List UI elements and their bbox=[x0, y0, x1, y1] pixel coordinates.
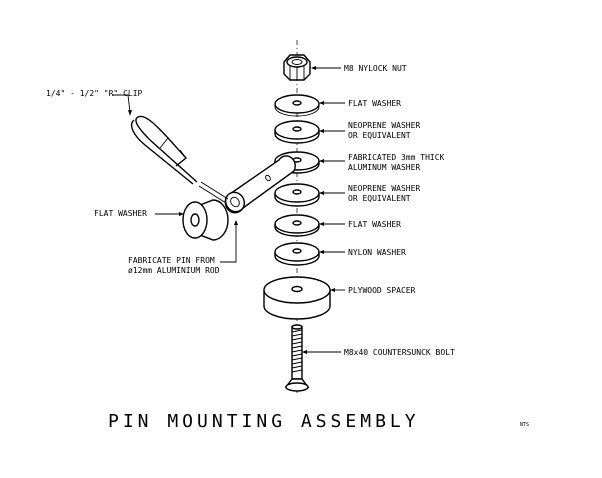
scale-note: NTS bbox=[520, 422, 529, 428]
flat-washer-2 bbox=[274, 214, 320, 237]
neoprene-washer-2-label-line1: NEOPRENE WASHER bbox=[348, 184, 420, 193]
neoprene-washer-1 bbox=[274, 120, 320, 144]
plywood-spacer bbox=[263, 276, 331, 320]
pin-label-line1: FABRICATE PIN FROM bbox=[128, 256, 215, 265]
pin-label-line2: ø12mm ALUMINIUM ROD bbox=[128, 266, 220, 275]
r-clip-label: 1/4" - 1/2" "R" CLIP bbox=[46, 89, 143, 98]
alu-washer-label-line1: FABRICATED 3mm THICK bbox=[348, 153, 445, 162]
plywood-spacer-label: PLYWOOD SPACER bbox=[348, 286, 416, 295]
nut-label: M8 NYLOCK NUT bbox=[344, 64, 407, 73]
bolt-label: M8x40 COUNTERSUNCK BOLT bbox=[344, 348, 455, 357]
aluminium-pin bbox=[198, 155, 296, 214]
flat-washer-2-label: FLAT WASHER bbox=[348, 220, 401, 229]
neoprene-washer-1-label-line1: NEOPRENE WASHER bbox=[348, 121, 420, 130]
drawing-title: PIN MOUNTING ASSEMBLY bbox=[108, 411, 420, 432]
countersunk-bolt bbox=[284, 324, 310, 392]
flat-washer-1 bbox=[274, 94, 320, 117]
flat-washer-left bbox=[182, 199, 229, 241]
neoprene-washer-2 bbox=[274, 183, 320, 207]
r-clip bbox=[130, 115, 198, 185]
neoprene-washer-1-label-line2: OR EQUIVALENT bbox=[348, 131, 411, 140]
flat-washer-1-label: FLAT WASHER bbox=[348, 99, 401, 108]
nylon-washer bbox=[274, 242, 320, 266]
neoprene-washer-2-label-line2: OR EQUIVALENT bbox=[348, 194, 411, 203]
flat-washer-left-label: FLAT WASHER bbox=[94, 209, 147, 218]
alu-washer-label-line2: ALUMINUM WASHER bbox=[348, 163, 420, 172]
leader-lines bbox=[112, 66, 345, 354]
nylock-nut bbox=[283, 54, 311, 81]
nylon-washer-label: NYLON WASHER bbox=[348, 248, 406, 257]
